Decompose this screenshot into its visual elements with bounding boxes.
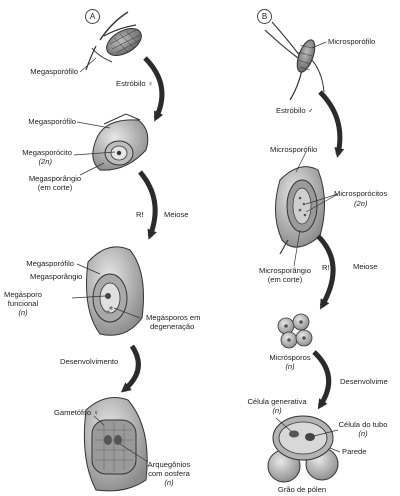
label-megasporo-funcional-2: funcional [2, 299, 44, 308]
pollen-grain-drawing [268, 416, 338, 482]
label-r-mark-b: R! [322, 263, 330, 272]
label-estrobilo-male: Estróbilo ♂ [276, 106, 313, 115]
label-meiose-a: Meiose [164, 210, 188, 219]
label-megasporos-deg-2: degeneração [150, 322, 194, 331]
label-microsporofilo-top: Microsporófilo [328, 37, 375, 46]
label-microsporocitos: Microsporócitos [334, 189, 387, 198]
label-megasporos-deg-1: Megásporos em [146, 313, 200, 322]
male-strobilus-drawing [265, 22, 324, 100]
label-megasporo-funcional-1: Megásporo [2, 290, 44, 299]
label-megasporofilo-2: Megasporófilo [2, 117, 76, 126]
label-gametofito-female: Gametófito ♀ [54, 408, 99, 417]
arrow-a3 [124, 346, 138, 390]
label-megasporofilo-top: Megasporófilo [2, 67, 78, 76]
label-desenvolvimento-a: Desenvolvimento [60, 357, 118, 366]
label-grao-polen: Grão de pólen [262, 485, 342, 494]
label-microsporangio-2: (em corte) [250, 275, 320, 284]
label-r-mark-a: R! [136, 210, 144, 219]
label-celula-generativa-n: (n) [236, 406, 318, 415]
label-microsporos: Micrósporos [264, 353, 316, 362]
label-arquegonios-n: (n) [140, 478, 198, 487]
label-megasporocito: Megasporócito [2, 148, 72, 157]
label-microsporofilo-2: Microsporófilo [270, 145, 317, 154]
arrow-a2 [140, 172, 155, 236]
panel-b-badge: B [257, 9, 272, 24]
label-arquegonios-1: Arquegônios [140, 460, 198, 469]
label-microsporangio-1: Microsporângio [250, 266, 320, 275]
label-celula-tubo: Célula do tubo [334, 420, 392, 429]
leader-line [80, 58, 96, 72]
label-microsporos-n: (n) [264, 362, 316, 371]
megasporophyll-drawing [93, 114, 148, 170]
label-estrobilo-female: Estróbilo ♀ [116, 79, 153, 88]
label-parede: Parede [342, 447, 367, 456]
label-meiose-b: Meiose [353, 262, 377, 271]
arrow-b1 [320, 92, 340, 154]
panel-a-badge: A [85, 9, 100, 24]
label-megasporocito-ploidy: (2n) [2, 157, 52, 166]
label-megasporangio-corte-1: Megasporângio [26, 174, 84, 183]
label-megasporofilo-3: Megasporófilo [2, 259, 74, 268]
label-celula-generativa: Célula generativa [236, 397, 318, 406]
label-desenvolvimento-b: Desenvolvime [340, 377, 388, 386]
label-megasporangio-corte-2: (em corte) [26, 183, 84, 192]
megasporangium-drawing [87, 247, 144, 335]
microspores-drawing [278, 314, 312, 348]
label-megasporangio: Megasporângio [30, 272, 82, 281]
label-microsporocitos-ploidy: (2n) [354, 199, 368, 208]
label-celula-tubo-n: (n) [334, 429, 392, 438]
microsporangium-drawing [275, 167, 324, 254]
arrow-a1 [145, 58, 162, 118]
label-arquegonios-2: com oosfera [140, 469, 198, 478]
label-megasporo-funcional-n: (n) [2, 308, 44, 317]
